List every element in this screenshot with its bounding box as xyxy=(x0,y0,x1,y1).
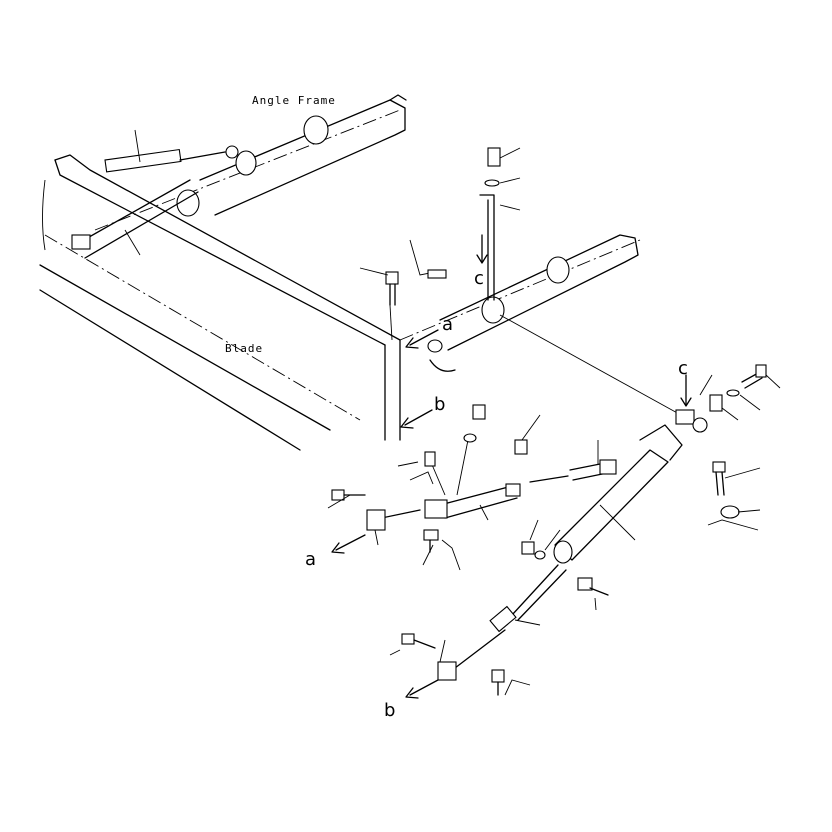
ref-label-a-top: a xyxy=(442,314,453,335)
angle-frame xyxy=(94,94,407,231)
ref-arrow-a-top xyxy=(405,329,443,353)
ref-label-c-top: c xyxy=(474,268,484,289)
tilt-cylinder-lower xyxy=(331,439,617,554)
tilt-cylinder-upper xyxy=(104,129,239,173)
lift-cylinder xyxy=(389,424,683,699)
strut-left xyxy=(71,179,199,259)
angle-frame-label: Angle Frame xyxy=(252,94,336,107)
blade xyxy=(39,154,401,451)
grease-fittings xyxy=(327,404,541,571)
nut-washer-bolt xyxy=(491,519,609,696)
pin-blade xyxy=(359,239,447,341)
joint-hardware-right xyxy=(675,364,781,433)
pin-right xyxy=(707,461,761,531)
linkage-line xyxy=(499,314,691,421)
ref-label-c-right: c xyxy=(678,358,688,379)
ref-label-a-bottom: a xyxy=(305,549,316,570)
blade-label: Blade xyxy=(225,342,263,355)
ref-arrow-b-top xyxy=(400,409,433,429)
ref-label-b-bottom: b xyxy=(384,700,395,721)
frame-arm-right xyxy=(399,234,641,372)
ref-label-b-top: b xyxy=(434,394,445,415)
pin-top xyxy=(476,147,521,301)
